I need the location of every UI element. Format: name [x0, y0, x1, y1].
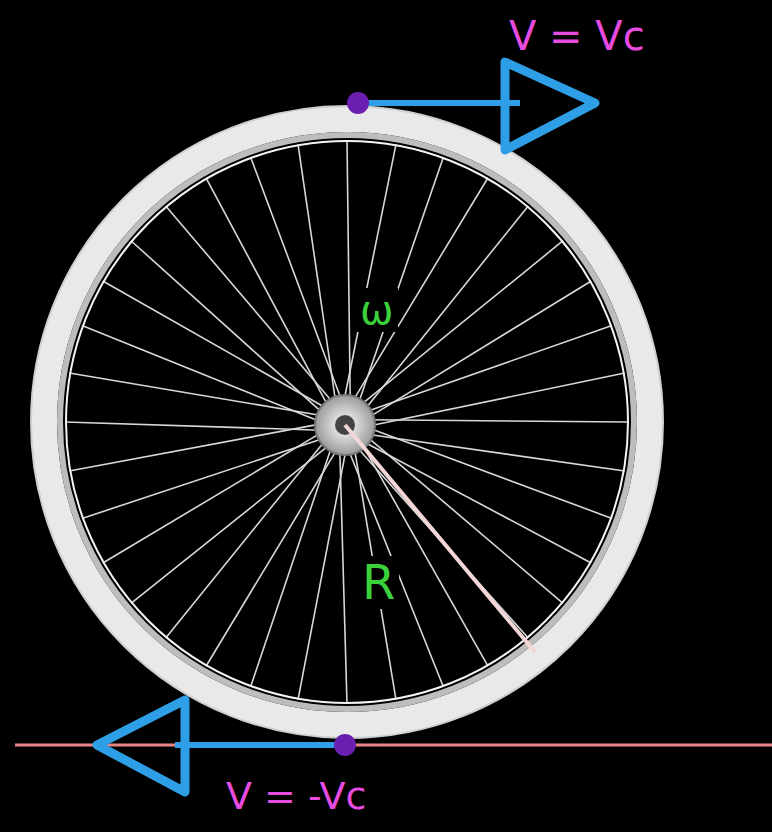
spoke [206, 448, 338, 666]
spoke [347, 140, 350, 402]
spoke [340, 448, 347, 704]
spoke [368, 281, 591, 418]
spoke [367, 434, 625, 471]
contact-point [347, 92, 369, 114]
tire [44, 119, 650, 725]
angular-velocity-label: ω [356, 288, 398, 332]
velocity-label: V = -Vc [222, 776, 370, 818]
spoke [358, 157, 444, 405]
spoke [103, 432, 322, 563]
velocity-arrow-shaft [360, 100, 520, 106]
spoke [69, 424, 321, 471]
spoke [369, 373, 625, 426]
spoke [368, 420, 629, 422]
contact-point [334, 734, 356, 756]
spoke [363, 441, 592, 563]
spoke [82, 438, 325, 519]
spoke [251, 157, 342, 401]
ground-line [15, 744, 772, 747]
spoke [365, 326, 612, 413]
velocity-arrow-head [97, 700, 185, 792]
spoke [131, 444, 330, 603]
spoke [352, 178, 488, 402]
rim [60, 135, 634, 709]
spoke [65, 422, 322, 430]
spoke [361, 443, 488, 667]
velocity-arrow-shaft [175, 742, 345, 748]
spokes [65, 140, 629, 704]
radius-label: R [358, 556, 399, 609]
spoke [344, 144, 396, 401]
spoke [369, 428, 612, 518]
spoke [131, 241, 324, 414]
spoke [298, 144, 336, 403]
spoke [82, 326, 321, 422]
tire-edge [31, 106, 663, 738]
radius-line [345, 425, 535, 652]
velocity-arrow-head [505, 62, 595, 150]
spoke [298, 449, 346, 700]
spoke [103, 281, 328, 409]
spoke [166, 206, 334, 404]
velocity-label: V = Vc [505, 14, 649, 58]
rim-inner [66, 141, 628, 703]
spoke [206, 178, 329, 408]
spoke [166, 440, 326, 638]
